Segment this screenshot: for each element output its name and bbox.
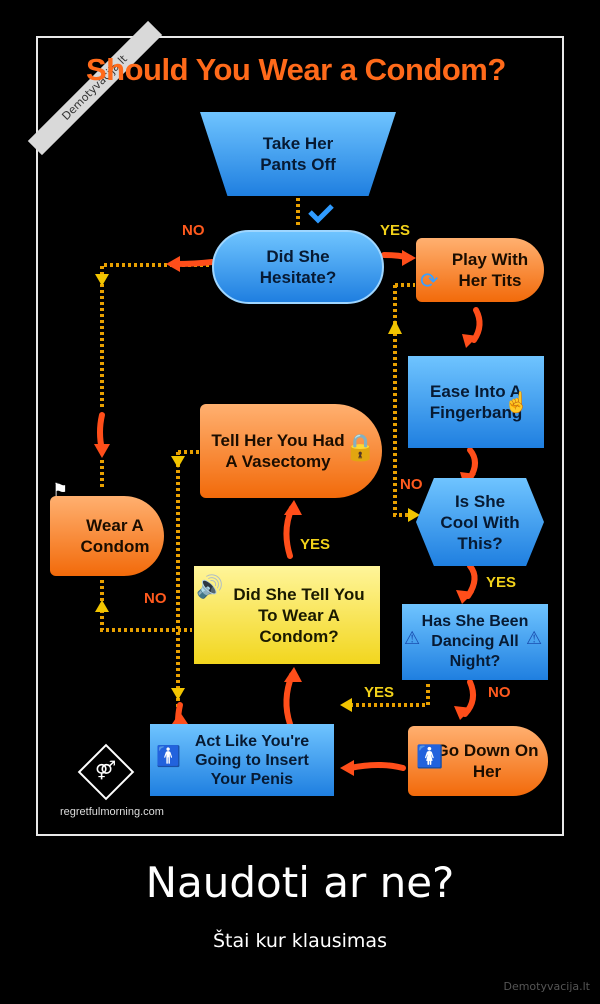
label-yes: YES [380,222,411,239]
person-icon: 🚹 [156,746,181,768]
connector [393,285,412,517]
arrow [283,505,295,559]
arrow-head [95,600,109,612]
warning-icon: ⚠ [526,628,543,648]
arrow-head [172,712,188,724]
node-wear-condom: Wear A Condom [50,496,164,576]
label-no: NO [400,476,423,493]
arrow-head [171,456,185,468]
arrow-head [388,320,402,334]
label-yes: YES [486,574,517,591]
node-take-pants: Take Her Pants Off [200,112,396,196]
node-go-down-text: Go Down On Her [435,741,539,781]
caption-sub: Štai kur klausimas [213,930,387,952]
arrow-head [462,334,478,348]
connector [100,580,192,632]
node-play-tits-text: Play With Her Tits [451,250,529,290]
connector [345,684,430,707]
node-dancing: Has She Been Dancing All Night? [402,604,548,680]
arrow-head [454,706,472,720]
label-yes: YES [364,684,395,701]
node-cool-with-text: Is She Cool With This? [440,491,520,553]
node-vasectomy-text: Tell Her You Had A Vasectomy [211,431,345,471]
woman-icon: 🚺 [416,744,444,769]
poster-title: Should You Wear a Condom? [86,52,506,87]
warning-icon: ⚠ [404,628,421,648]
arrow-head [171,688,185,700]
speaker-icon: 🔊 [196,574,224,599]
label-no: NO [182,222,205,239]
label-no: NO [488,684,511,701]
hand-pointer-icon: ☝ [504,392,529,414]
arrow-head [340,698,352,712]
node-hesitate: Did She Hesitate? [212,230,384,304]
flag-icon: ⚑ [52,480,69,500]
node-play-tits: Play With Her Tits [416,238,544,302]
caption-main: Naudoti ar ne? [145,858,455,907]
node-tell-wear-text: Did She Tell You To Wear A Condom? [233,584,365,646]
arrow [347,762,406,771]
node-take-pants-text: Take Her Pants Off [260,134,336,174]
arrow-head [166,256,180,272]
node-wear-condom-text: Wear A Condom [80,516,150,556]
arrow-head [94,444,110,458]
node-vasectomy: Tell Her You Had A Vasectomy [200,404,382,498]
node-ease-finger-text: Ease Into A Fingerbang [429,382,523,422]
credit-text: regretfulmorning.com [60,806,164,818]
node-act-like-text: Act Like You're Going to Insert Your Pen… [194,732,310,788]
arrow-head [340,760,354,776]
node-hesitate-text: Did She Hesitate? [259,247,337,287]
arrow-head [456,590,474,604]
node-dancing-text: Has She Been Dancing All Night? [421,613,529,670]
check-mark-icon [308,204,334,224]
arrow-head [284,667,302,682]
lock-icon: 🔒 [344,432,377,462]
label-yes: YES [300,536,331,553]
label-no: NO [144,590,167,607]
refresh-icon: ⟳ [420,268,439,293]
arrow-head [284,500,302,515]
arrow-head [95,274,109,286]
node-tell-wear: Did She Tell You To Wear A Condom? [194,566,380,664]
node-act-like: Act Like You're Going to Insert Your Pen… [150,724,334,796]
node-cool-with: Is She Cool With This? [416,478,544,566]
arrow [471,307,483,343]
arrow [283,672,295,727]
node-go-down: Go Down On Her [408,726,548,796]
arrow [172,259,215,267]
arrow-head [408,508,420,522]
couple-icon: ⚤ [95,760,117,780]
watermark-link[interactable]: Demotyvacija.lt [503,980,590,993]
connector [100,263,215,410]
node-ease-finger: Ease Into A Fingerbang [408,356,544,448]
arrow-head [402,250,416,266]
